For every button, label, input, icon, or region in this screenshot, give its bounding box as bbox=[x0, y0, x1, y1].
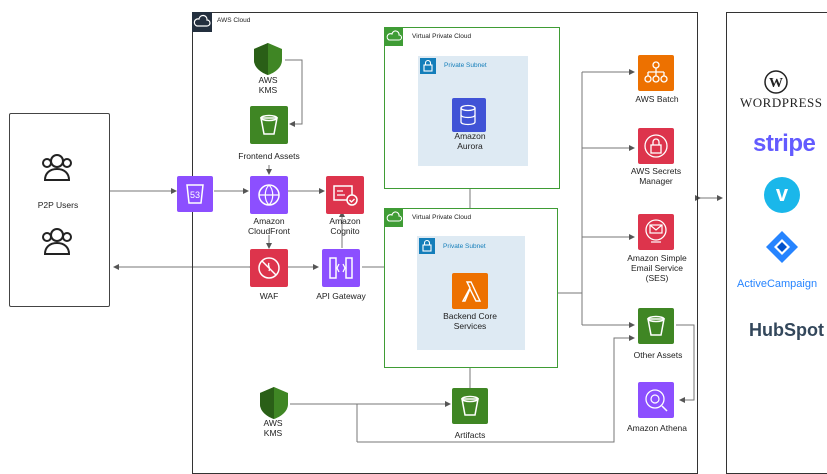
p2p-users-label: P2P Users bbox=[37, 200, 79, 210]
cognito-icon bbox=[326, 176, 364, 214]
subnet-bottom-label: Private Subnet bbox=[443, 243, 486, 250]
aurora-label: Amazon Aurora bbox=[454, 131, 486, 151]
kms-shield-icon bbox=[258, 386, 290, 425]
api-gateway-label: API Gateway bbox=[316, 291, 366, 301]
waf-label: WAF bbox=[259, 291, 279, 301]
vpc-icon bbox=[385, 28, 403, 46]
wordpress-logo-icon: W bbox=[764, 70, 788, 99]
s3-bucket-icon bbox=[452, 388, 488, 424]
secrets-label: AWS Secrets Manager bbox=[630, 166, 682, 186]
lock-icon bbox=[419, 238, 435, 254]
svg-text:53: 53 bbox=[190, 190, 200, 200]
kms-bottom-label: AWS KMS bbox=[263, 418, 283, 438]
cloudfront-label: Amazon CloudFront bbox=[247, 216, 291, 236]
vimeo-logo: v bbox=[764, 177, 800, 213]
athena-icon bbox=[638, 382, 674, 418]
users-group-icon bbox=[39, 152, 75, 187]
ses-label: Amazon Simple Email Service (SES) bbox=[627, 253, 687, 283]
wordpress-wordmark: WordPress bbox=[740, 95, 823, 110]
users-group-icon bbox=[39, 226, 75, 261]
athena-label: Amazon Athena bbox=[626, 423, 687, 433]
waf-icon bbox=[250, 249, 288, 287]
vpc-icon bbox=[385, 209, 403, 227]
activecampaign-wordmark: ActiveCampaign bbox=[737, 278, 818, 290]
route53-icon: 53 bbox=[177, 176, 213, 212]
aws-cloud-icon bbox=[192, 12, 212, 32]
batch-label: AWS Batch bbox=[635, 94, 679, 104]
other-assets-label: Other Assets bbox=[633, 350, 683, 360]
api-gateway-icon bbox=[322, 249, 360, 287]
subnet-top-label: Private Subnet bbox=[444, 62, 487, 69]
ses-icon bbox=[638, 214, 674, 250]
lambda-icon bbox=[452, 273, 488, 309]
kms-shield-icon bbox=[252, 42, 284, 81]
lock-icon bbox=[420, 58, 436, 74]
secrets-manager-icon bbox=[638, 128, 674, 164]
cloudfront-icon bbox=[250, 176, 288, 214]
s3-bucket-icon bbox=[638, 308, 674, 344]
vpc-top-label: Virtual Private Cloud bbox=[412, 33, 472, 40]
s3-bucket-icon bbox=[250, 106, 288, 144]
kms-top-label: AWS KMS bbox=[258, 75, 278, 95]
jira-logo-icon bbox=[765, 230, 799, 269]
stripe-logo: stripe bbox=[753, 130, 816, 157]
frontend-assets-label: Frontend Assets bbox=[238, 151, 300, 161]
backend-label: Backend Core Services bbox=[443, 311, 497, 331]
artifacts-label: Artifacts bbox=[454, 430, 486, 440]
aurora-icon bbox=[452, 98, 486, 132]
p2p-users-box bbox=[9, 113, 110, 307]
batch-icon bbox=[638, 55, 674, 91]
hubspot-logo: HubSpot bbox=[749, 320, 824, 340]
aws-cloud-label: AWS Cloud bbox=[217, 17, 251, 24]
vpc-bottom-label: Virtual Private Cloud bbox=[412, 214, 472, 221]
cognito-label: Amazon Cognito bbox=[329, 216, 361, 236]
svg-text:W: W bbox=[769, 76, 783, 91]
